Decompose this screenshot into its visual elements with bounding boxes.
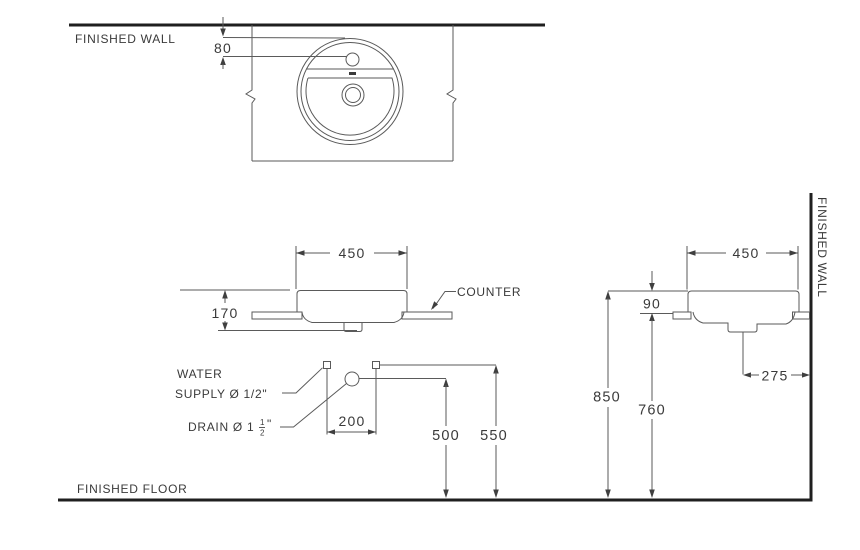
side-counter-hatch-left — [672, 311, 692, 320]
finished-wall-right-label: FINISHED WALL — [815, 197, 829, 298]
bowl-front-underside — [301, 311, 405, 323]
water-supply-left-symbol — [323, 361, 331, 369]
basin-inner-rim — [300, 42, 400, 141]
front-450-text: 450 — [339, 245, 366, 261]
drain-inner — [345, 87, 361, 103]
dim-170-text: 170 — [212, 305, 239, 321]
dim-500-arrow-up — [443, 378, 449, 387]
dim-760-arrow-down — [649, 489, 655, 498]
dim-550-text: 550 — [480, 428, 508, 444]
dim-90-text: 90 — [643, 296, 661, 312]
dim-500-text: 500 — [432, 428, 460, 444]
reference-lines — [58, 23, 813, 502]
drain-outer — [341, 83, 365, 107]
dim-550-arrow-down — [493, 489, 499, 498]
drain-fraction-denominator: 2 — [260, 429, 265, 438]
dim-850-text: 850 — [593, 390, 621, 406]
dim-275-text: 275 — [762, 368, 789, 384]
dim-90-arrow-up — [649, 313, 655, 321]
water-supply-leader — [282, 367, 323, 394]
dim-80-ext-top — [222, 37, 346, 39]
counter-label: COUNTER — [457, 285, 521, 299]
rough-in: WATER SUPPLY Ø 1/2" DRAIN Ø 1 1 2 " 200 … — [175, 361, 508, 498]
counter-hatch-left — [251, 311, 303, 320]
side-450-arrow-left — [687, 250, 696, 256]
counter-left-edge-with-break — [245, 25, 256, 161]
dim-200-arrow-left — [327, 429, 335, 435]
bowl-side-underside — [692, 311, 796, 333]
drain-fraction-numerator: 1 — [260, 418, 265, 427]
front-view: 450 170 COUNTER — [180, 245, 521, 332]
dim-80-arrow-down — [220, 28, 226, 37]
drain-symbol — [344, 371, 360, 387]
faucet-hole — [345, 52, 360, 67]
dim-170-arrow-down — [222, 322, 228, 331]
dim-760-text: 760 — [638, 403, 666, 419]
bowl-outline — [305, 77, 395, 136]
water-supply-right-symbol — [372, 361, 380, 369]
dim-200-text: 200 — [339, 413, 366, 429]
water-supply-label-2: SUPPLY Ø 1/2" — [175, 387, 267, 401]
dim-170-arrow-up — [222, 290, 228, 299]
dim-275-arrow-left — [743, 372, 751, 378]
dim-90-arrow-down — [649, 283, 655, 291]
finished-floor-label: FINISHED FLOOR — [77, 482, 187, 496]
side-view: 450 275 90 760 850 — [593, 245, 810, 498]
dim-500-arrow-down — [443, 489, 449, 498]
water-supply-label-1: WATER — [177, 367, 223, 381]
dim-80-text: 80 — [214, 40, 232, 56]
counter-right-edge-with-break — [446, 25, 457, 161]
top-view — [245, 25, 457, 162]
dim-550-arrow-up — [493, 365, 499, 374]
front-450-arrow-right — [398, 250, 407, 256]
dim-850-arrow-down — [605, 489, 611, 498]
dim-80: 80 — [214, 17, 347, 69]
dim-275-arrow-right — [802, 372, 810, 378]
side-450-text: 450 — [733, 245, 760, 261]
dim-80-arrow-up — [220, 57, 226, 65]
finished-wall-top-label: FINISHED WALL — [75, 32, 176, 46]
dim-850-arrow-up — [605, 291, 611, 300]
front-450-arrow-left — [296, 250, 305, 256]
drain-inch-mark: " — [267, 417, 272, 431]
basin-outer-rim — [296, 38, 404, 145]
dim-200-arrow-right — [368, 429, 376, 435]
drain-label: DRAIN Ø 1 — [188, 420, 254, 434]
counter-leader — [432, 291, 456, 309]
side-450-arrow-right — [789, 250, 798, 256]
basin-side-body — [687, 290, 800, 312]
basin-front-body — [296, 290, 408, 312]
side-counter-hatch-right — [792, 311, 810, 320]
counter-hatch-right — [401, 311, 453, 320]
overflow-slot — [349, 72, 356, 75]
counter-leader-arrow — [431, 301, 438, 310]
drain-leader — [280, 383, 347, 428]
